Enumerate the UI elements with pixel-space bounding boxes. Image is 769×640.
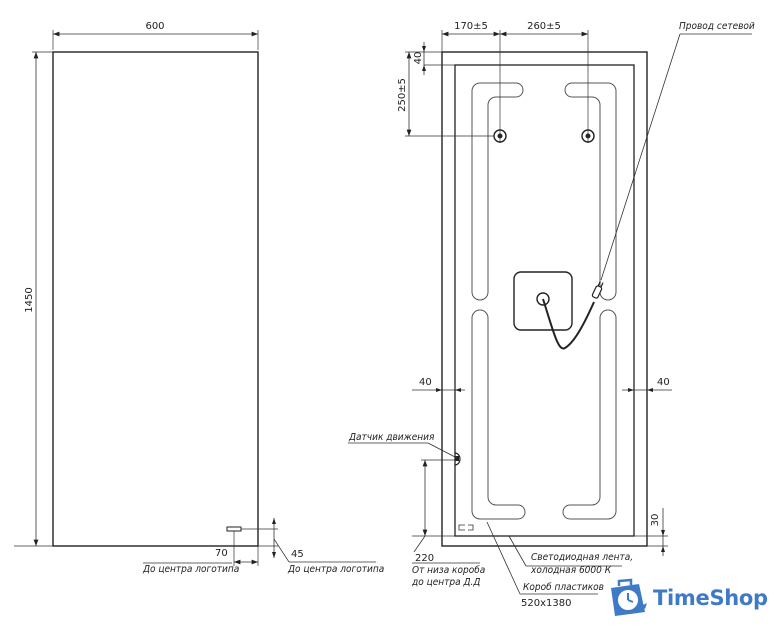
clock-bag-icon — [611, 578, 647, 616]
timeshop-watermark: TimeShop — [605, 578, 768, 618]
logo-note-right: До центра логотипа — [287, 564, 384, 575]
box-marking — [458, 524, 474, 531]
logo-note-left: До центра логотипа — [142, 564, 239, 575]
led-strip-bottom-left — [471, 309, 526, 520]
sensor-note-1: От низа короба — [412, 564, 485, 576]
led-strip-top-right — [564, 82, 617, 301]
width-dimension: 600 — [145, 21, 164, 32]
sensor-label: Датчик движения — [348, 432, 435, 443]
cable-label: Провод сетевой — [679, 21, 755, 32]
brand-name: TimeShop — [653, 586, 768, 610]
logo-mark — [226, 526, 242, 532]
plastic-box-outline — [454, 64, 635, 537]
dim-top-margin: 40 — [413, 52, 424, 65]
led-strip-bottom-right — [562, 309, 617, 520]
plug-icon — [591, 281, 604, 299]
front-view: 600 1450 70 До центра логотипа 45 До цен… — [14, 21, 384, 575]
sensor-height: 220 — [415, 553, 434, 564]
power-outlet — [536, 292, 550, 306]
box-label: Короб пластиков — [523, 581, 604, 593]
logo-offset-y: 45 — [291, 549, 304, 560]
logo-offset-x: 70 — [215, 548, 228, 559]
power-unit — [513, 271, 573, 331]
motion-sensor — [454, 452, 461, 466]
dim-hole-spacing: 260±5 — [527, 21, 561, 32]
dim-side-left: 40 — [419, 377, 432, 388]
back-view: 170±5 260±5 40 250±5 40 40 30 — [348, 21, 755, 609]
dim-hole-from-top: 250±5 — [397, 78, 408, 112]
power-cable — [542, 298, 595, 350]
led-label-2: холодная 6000 К — [530, 565, 612, 576]
dim-bottom-margin: 30 — [650, 514, 661, 527]
dim-side-right: 40 — [657, 377, 670, 388]
led-strip-top-left — [471, 82, 524, 301]
dim-hole-left: 170±5 — [454, 21, 488, 32]
mirror-outline — [52, 51, 259, 547]
mirror-back-outline — [441, 51, 648, 547]
height-dimension: 1450 — [24, 287, 35, 312]
sensor-note-2: до центра Д.Д — [411, 577, 480, 588]
led-label-1: Светодиодная лента, — [531, 552, 633, 563]
box-size: 520x1380 — [521, 598, 571, 609]
